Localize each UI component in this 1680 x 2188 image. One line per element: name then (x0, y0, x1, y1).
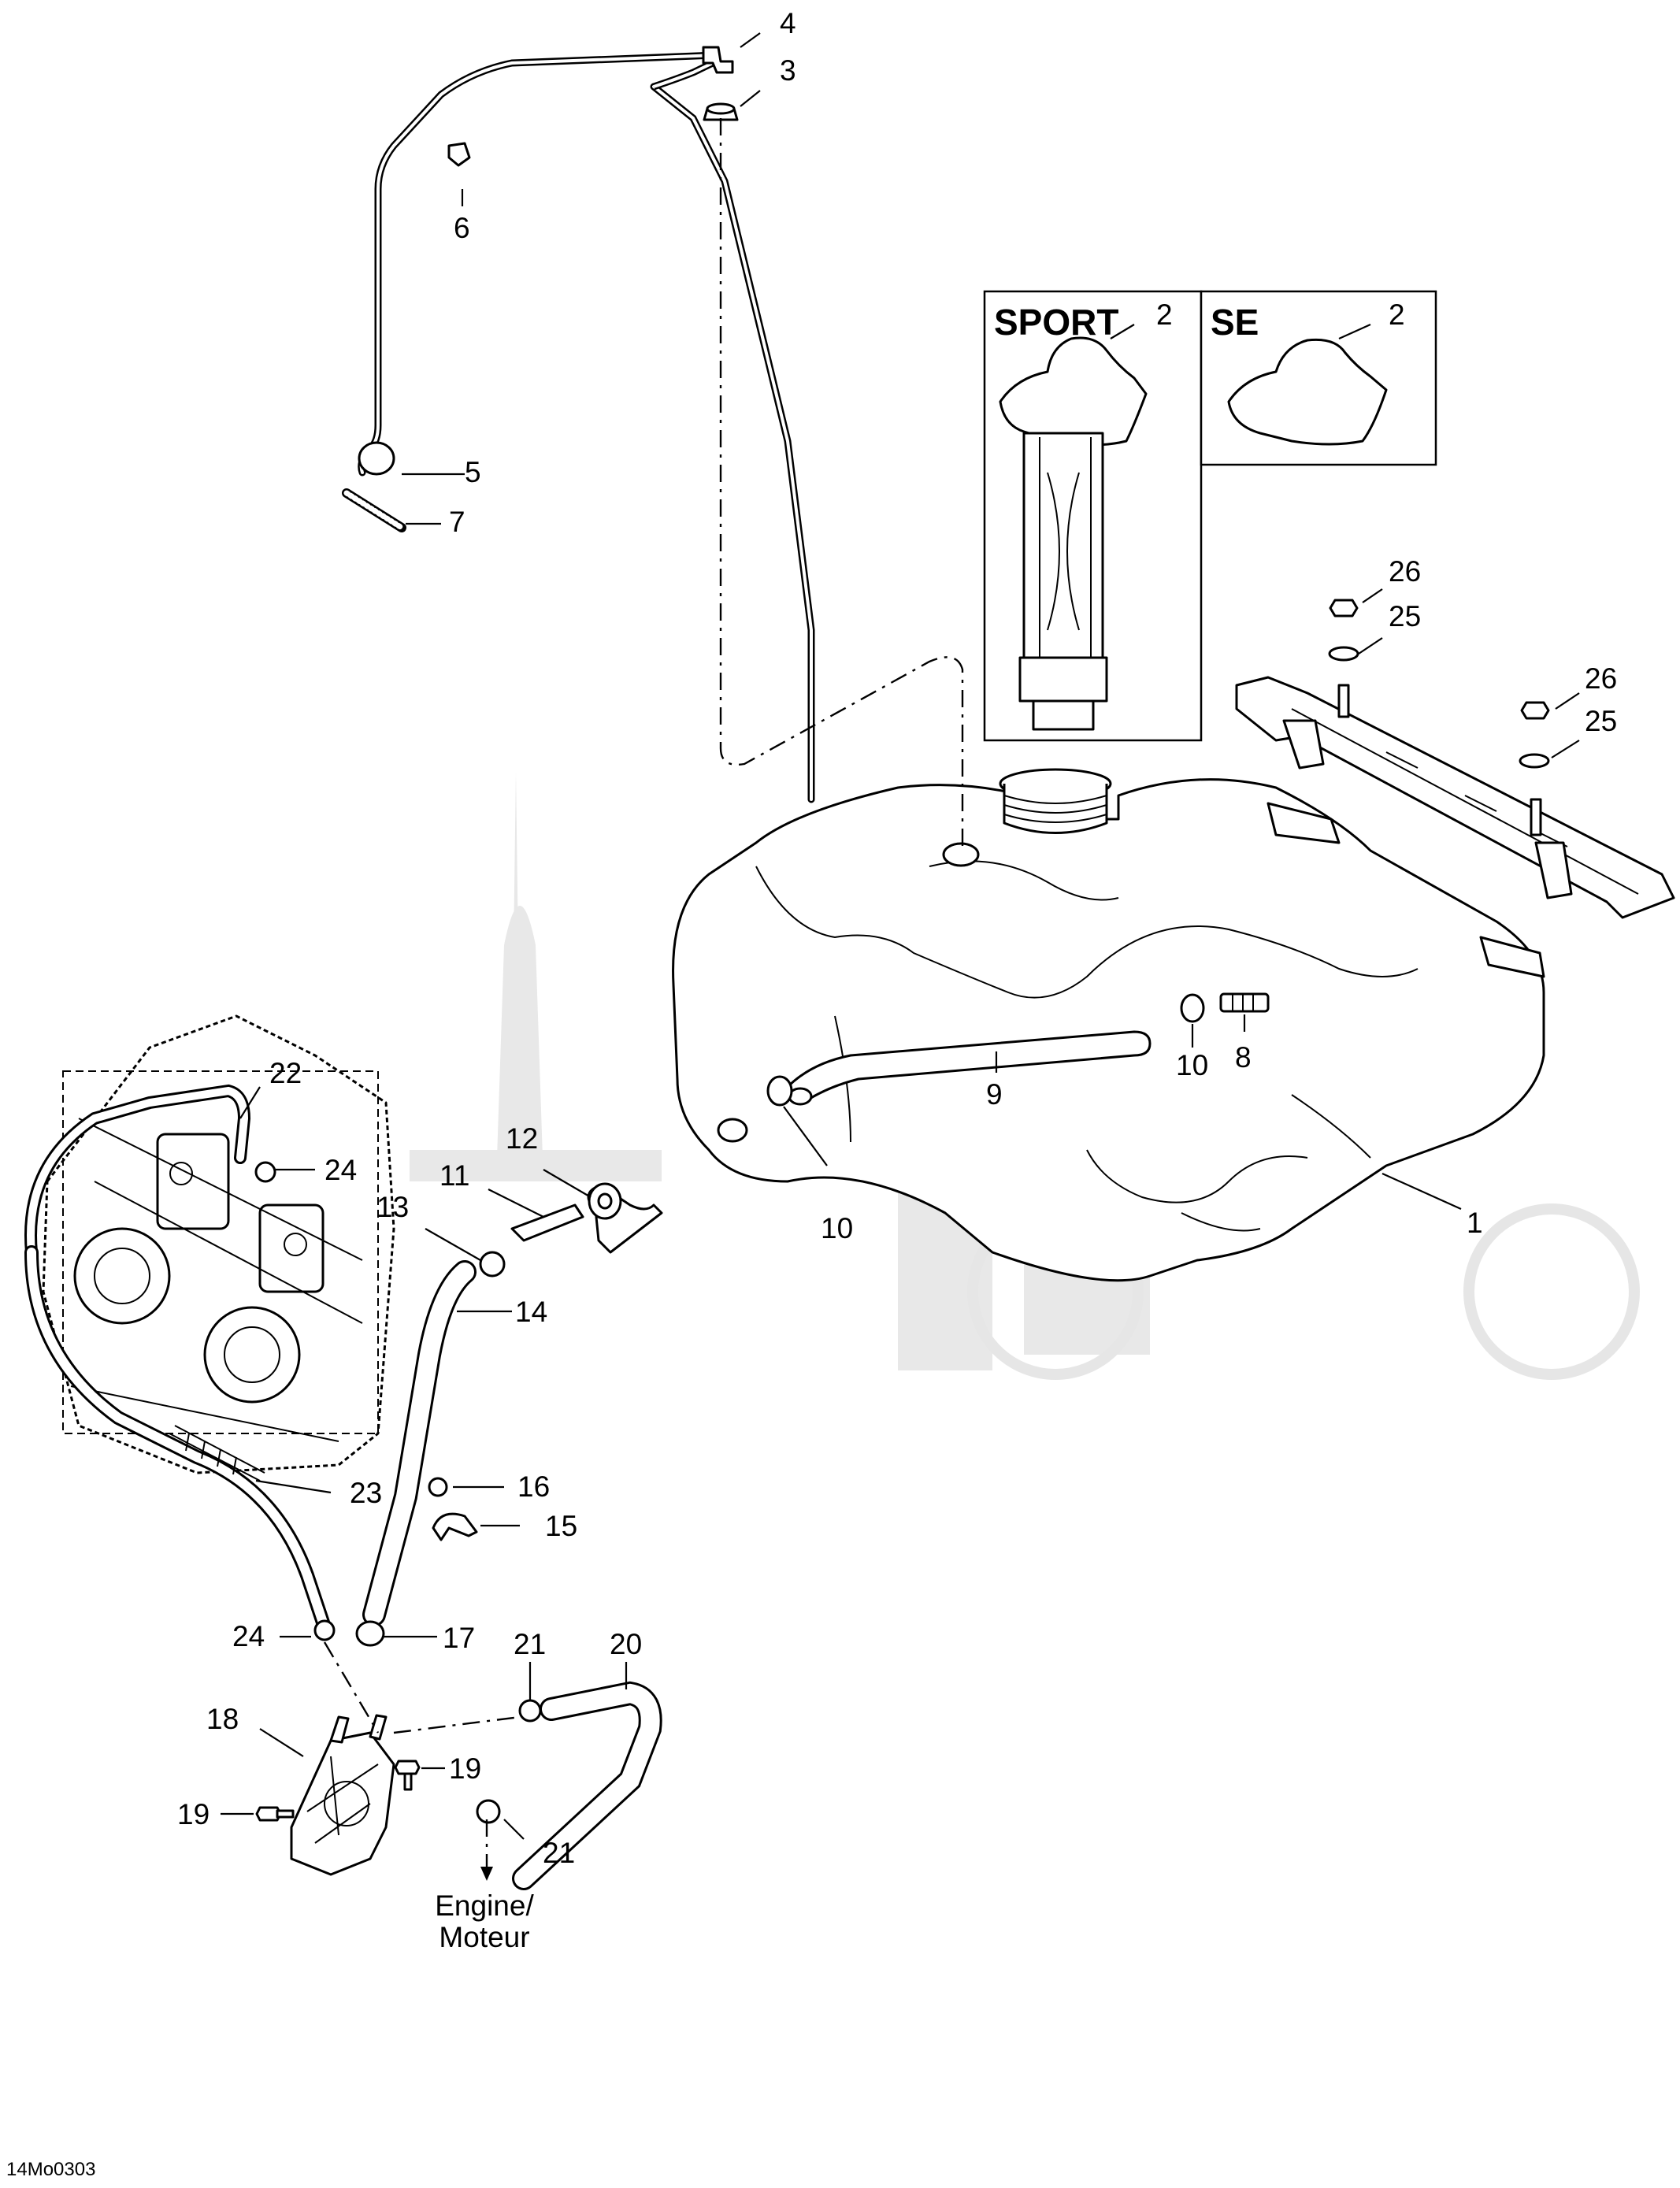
callout-17: 17 (443, 1622, 475, 1654)
callout-9: 9 (986, 1078, 1003, 1111)
mounting-bracket (1235, 599, 1675, 919)
callout-labels: 1 2 2 3 4 5 6 7 8 9 10 10 11 12 13 14 15… (6, 7, 1617, 2180)
callout-21-bottom: 21 (543, 1837, 575, 1869)
callout-19-left: 19 (177, 1798, 210, 1830)
fuel-tank (672, 768, 1545, 1282)
callout-12: 12 (506, 1122, 538, 1155)
callout-23: 23 (350, 1477, 382, 1509)
callout-10-right: 10 (1176, 1049, 1208, 1081)
vent-line (342, 46, 964, 851)
callout-26-top: 26 (1389, 555, 1421, 588)
callout-6: 6 (454, 212, 470, 244)
callout-22: 22 (269, 1057, 302, 1089)
callout-24-top: 24 (325, 1154, 357, 1186)
callout-24-bottom: 24 (232, 1620, 265, 1652)
callout-7: 7 (449, 506, 465, 538)
callout-4: 4 (780, 7, 796, 39)
callout-14: 14 (515, 1296, 547, 1328)
callout-2-sport: 2 (1156, 299, 1173, 331)
callout-20: 20 (610, 1628, 642, 1660)
engine-note-line1: Engine/ (435, 1889, 534, 1922)
callout-1: 1 (1467, 1207, 1483, 1239)
sport-variant-title: SPORT (994, 302, 1118, 343)
fuel-pump (255, 1641, 521, 1876)
callout-18: 18 (206, 1703, 239, 1735)
callout-10-left: 10 (821, 1212, 853, 1244)
fuel-hose-20 (476, 1681, 662, 1890)
leader-lines (221, 32, 1580, 1840)
figure-code: 14Mo0303 (6, 2159, 95, 2180)
callout-2-se: 2 (1389, 299, 1405, 331)
variant-box (983, 290, 1437, 742)
callout-5: 5 (465, 456, 481, 488)
callout-25-top: 25 (1389, 600, 1421, 632)
callout-26-bottom: 26 (1585, 662, 1617, 695)
fuel-hose-14 (362, 1260, 477, 1626)
callout-21-top: 21 (514, 1628, 546, 1660)
callout-11: 11 (439, 1159, 469, 1192)
callout-15: 15 (545, 1510, 577, 1542)
callout-16: 16 (517, 1470, 550, 1503)
outlet-fittings (479, 1182, 663, 1278)
hose-clamps (355, 1477, 478, 1647)
vent-fittings (717, 992, 1270, 1143)
callout-13: 13 (376, 1191, 409, 1223)
callout-3: 3 (780, 54, 796, 87)
callout-8: 8 (1235, 1041, 1252, 1074)
se-variant-title: SE (1211, 302, 1259, 343)
callout-19-right: 19 (449, 1752, 481, 1785)
engine-note-line2: Moteur (439, 1921, 529, 1953)
carburetor-assembly (24, 1014, 395, 1641)
callout-25-bottom: 25 (1585, 705, 1617, 737)
spring-part (342, 488, 406, 532)
